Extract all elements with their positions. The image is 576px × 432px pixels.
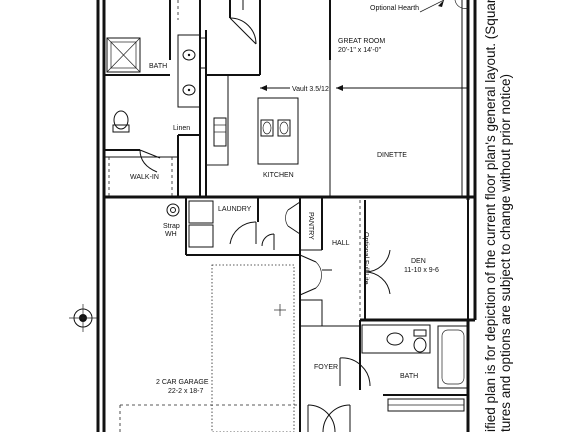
label-foyer: FOYER bbox=[314, 364, 338, 371]
exterior-light-icon bbox=[69, 304, 97, 332]
vault-arrows bbox=[260, 85, 468, 91]
label-garage: 2 CAR GARAGE bbox=[156, 379, 209, 386]
label-laundry: LAUNDRY bbox=[218, 206, 252, 213]
label-dinette: DINETTE bbox=[377, 152, 407, 159]
notice-line-1: ified plan is for depiction of the curre… bbox=[483, 0, 498, 432]
kitchen-fixtures bbox=[205, 74, 299, 166]
label-bath-hall: BATH bbox=[400, 373, 418, 380]
notice-line-2: tures and options are subject to change … bbox=[498, 74, 513, 432]
label-pantry: PANTRY bbox=[307, 212, 314, 240]
label-vault: Vault 3.5/12 bbox=[292, 86, 329, 93]
label-garage-size: 22-2 x 18-7 bbox=[168, 388, 204, 395]
lower-interior-walls bbox=[119, 264, 469, 432]
exterior-walls bbox=[96, 0, 477, 432]
label-den-size: 11-10 x 9-6 bbox=[404, 267, 439, 274]
label-kitchen: KITCHEN bbox=[263, 172, 294, 179]
label-great-room: GREAT ROOM bbox=[338, 38, 385, 45]
middle-interior-walls bbox=[166, 197, 391, 432]
label-great-room-size: 20'-1" x 14'-0" bbox=[338, 47, 382, 54]
label-wh: WH bbox=[165, 231, 177, 238]
label-optional-hearth: Optional Hearth bbox=[370, 5, 419, 12]
label-den: DEN bbox=[411, 258, 426, 265]
label-optional-full-lite: Optional Full Lite bbox=[362, 232, 369, 285]
label-walk-in: WALK-IN bbox=[130, 174, 159, 181]
upper-interior-walls bbox=[104, 0, 331, 197]
label-hall: HALL bbox=[332, 240, 350, 247]
label-bath-master: BATH bbox=[149, 63, 167, 70]
label-linen: Linen bbox=[173, 125, 190, 132]
great-room-details bbox=[177, 0, 469, 197]
label-strap: Strap bbox=[163, 223, 180, 230]
